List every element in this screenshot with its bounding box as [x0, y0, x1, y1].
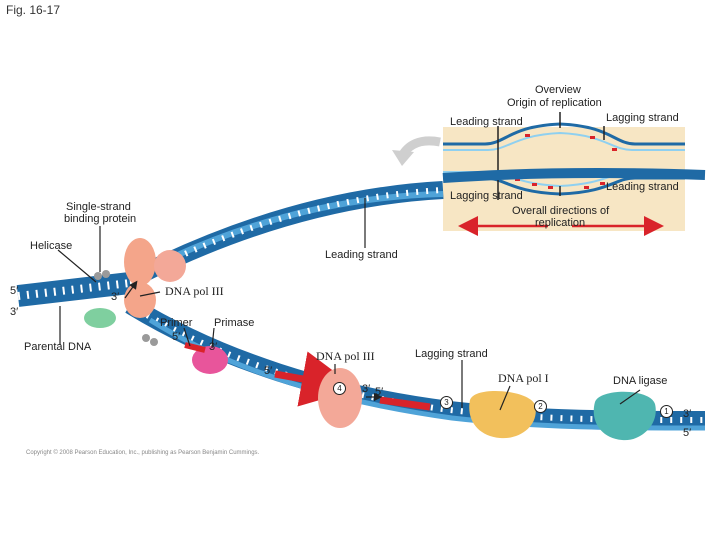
dna-pol-iii-bottom-label: DNA pol III — [316, 349, 375, 363]
leading-strand-label: Leading strand — [325, 249, 398, 261]
okazaki-fragment-2 — [379, 396, 431, 411]
leader-lines — [57, 198, 641, 411]
dna-ligase-label: DNA ligase — [613, 375, 668, 387]
overall-directions-label-2: replication — [535, 217, 586, 229]
helicase-label: Helicase — [30, 240, 73, 252]
dna-pol-i-label: DNA pol I — [498, 371, 549, 385]
primer-segment — [184, 342, 206, 353]
overview-lagging-top-label: Lagging strand — [606, 112, 679, 124]
dna-pol-iii-top-shape — [154, 250, 186, 282]
end-label-pol-3: 3′ — [362, 383, 371, 395]
okazaki-fragment-1 — [274, 351, 358, 407]
step-3-badge: 3 — [440, 396, 453, 409]
ssb-proteins — [94, 270, 158, 346]
copyright-notice: Copyright © 2008 Pearson Education, Inc.… — [26, 450, 260, 456]
dna-pol-iii-bottom-shape — [318, 368, 362, 428]
overview-leading-top-label: Leading strand — [450, 116, 523, 128]
dna-pol-i-shape — [469, 390, 536, 439]
figure-label: Fig. 16-17 — [6, 3, 61, 17]
end-label-primer-3: 3′ — [209, 341, 218, 353]
end-label-left-3: 3′ — [10, 306, 19, 318]
parental-dna-label: Parental DNA — [24, 341, 92, 353]
dna-pol-iii-top-label: DNA pol III — [165, 284, 224, 298]
overview-lagging-bottom-label: Lagging strand — [450, 190, 523, 202]
upper-extension — [442, 168, 706, 183]
origin-of-replication-label: Origin of replication — [507, 97, 602, 109]
ssb-label: Single-strand — [66, 201, 131, 213]
lagging-strand-label: Lagging strand — [415, 348, 488, 360]
step-2-badge: 2 — [534, 400, 547, 413]
step-4-badge: 4 — [333, 382, 346, 395]
overview-title: Overview — [535, 84, 581, 96]
ssb-label-2: binding protein — [64, 213, 137, 225]
primase-label: Primase — [214, 317, 255, 329]
primer-label: Primer — [160, 317, 193, 329]
end-label-fragment-5: 5′ — [264, 365, 273, 377]
clamp-shape — [84, 308, 116, 328]
end-label-pol-5: 5′ — [375, 386, 384, 398]
end-label-left-5: 5′ — [10, 285, 19, 297]
end-label-primer-5: 5′ — [172, 331, 181, 343]
primase-shape — [192, 346, 228, 374]
end-label-helicase-3: 3′ — [111, 291, 120, 303]
helicase-shape — [124, 238, 156, 286]
overall-directions-label: Overall directions of — [512, 205, 610, 217]
overview-okazaki — [515, 134, 617, 189]
overview-new-top — [443, 131, 685, 151]
step-1-badge: 1 — [660, 405, 673, 418]
overview-leading-bottom-label: Leading strand — [606, 181, 679, 193]
dna-ligase-shape — [593, 391, 656, 441]
end-label-right-5: 5′ — [683, 427, 692, 439]
end-label-right-3: 3′ — [683, 408, 692, 420]
